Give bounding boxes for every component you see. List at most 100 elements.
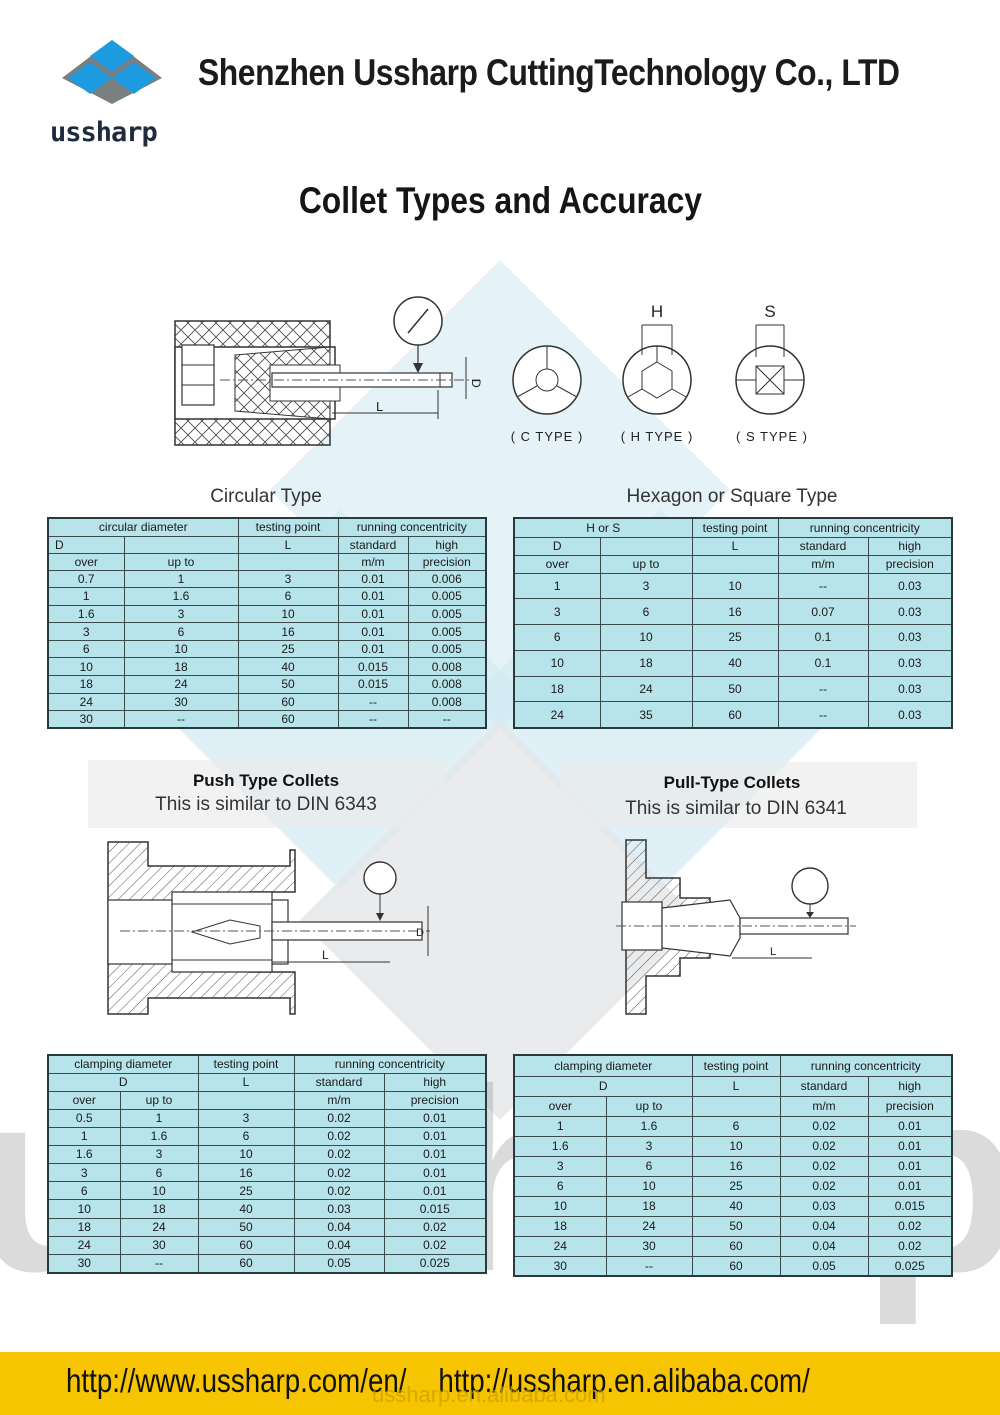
table-cell: 50	[691, 1215, 781, 1237]
table-cell: 6	[599, 598, 693, 626]
s-type-label: ( S TYPE )	[736, 429, 808, 444]
dimension-S-label: S	[764, 302, 775, 321]
header-cell: standard	[779, 1075, 869, 1097]
header-cell: standard	[777, 536, 869, 556]
table-cell: 0.01	[383, 1126, 487, 1146]
table-cell: 16	[197, 1163, 295, 1183]
header-cell: high	[867, 536, 953, 556]
pull-caption-band	[560, 762, 917, 828]
table-cell: --	[337, 692, 409, 712]
circular-type-heading: Circular Type	[210, 486, 322, 507]
table-cell: 10	[47, 657, 125, 677]
header-cell: m/m	[779, 1095, 869, 1117]
table-cell: 1.6	[123, 587, 239, 606]
header-cell: D	[47, 1072, 199, 1092]
header-cell	[123, 535, 239, 554]
table-cell: 35	[599, 701, 693, 729]
table-cell: 0.005	[407, 587, 487, 606]
header-cell: high	[407, 535, 487, 554]
website-link[interactable]: http://www.ussharp.com/en/	[66, 1362, 407, 1399]
table-cell: 0.02	[867, 1215, 953, 1237]
table-cell: 1.6	[47, 1144, 121, 1165]
table-cell: 10	[119, 1181, 199, 1201]
header-cell: m/m	[293, 1090, 385, 1110]
table-cell: 25	[237, 639, 339, 659]
table-cell: 0.015	[383, 1199, 487, 1219]
table-cell: 3	[47, 622, 125, 641]
table-cell: 50	[237, 675, 339, 694]
header-cell: m/m	[337, 552, 409, 571]
table-cell: 18	[605, 1195, 693, 1217]
table-cell: 16	[691, 598, 779, 626]
header-cell: D	[513, 1075, 693, 1097]
circular-type-table: circular diameter testing point running …	[47, 517, 488, 730]
table-cell: 10	[605, 1175, 693, 1197]
table-cell: 10	[513, 1195, 607, 1217]
table-cell: 18	[47, 675, 125, 694]
table-cell: 1.6	[119, 1126, 199, 1146]
table-cell: 0.025	[383, 1253, 487, 1274]
table-cell: --	[777, 675, 869, 703]
table-cell: 25	[691, 1175, 781, 1197]
table-cell: 10	[197, 1144, 295, 1165]
header-cell: over	[47, 1090, 121, 1110]
table-cell: 0.01	[383, 1163, 487, 1183]
table-cell: 40	[237, 657, 339, 677]
table-cell: --	[119, 1253, 199, 1274]
table-cell: 0.025	[867, 1255, 953, 1277]
table-cell: 0.02	[383, 1235, 487, 1256]
table-cell: 0.008	[407, 692, 487, 712]
table-cell: 0.015	[867, 1195, 953, 1217]
header-cell: running concentricity	[293, 1054, 487, 1074]
h-type-label: ( H TYPE )	[621, 429, 694, 444]
table-cell: 0.008	[407, 657, 487, 677]
header-cell	[691, 554, 779, 574]
pull-type-subheading: This is similar to DIN 6341	[625, 798, 847, 819]
header-cell: over	[513, 1095, 607, 1117]
pull-dimension-L-label: L	[770, 946, 776, 958]
table-cell: 3	[513, 1155, 607, 1177]
c-type-label: ( C TYPE )	[511, 429, 584, 444]
table-cell: 3	[119, 1144, 199, 1165]
header-cell: over	[513, 554, 601, 574]
table-cell: 6	[47, 1181, 121, 1201]
table-cell: 1	[47, 587, 125, 606]
alibaba-link[interactable]: http://ussharp.en.alibaba.com/	[438, 1362, 810, 1399]
header-cell: L	[691, 1075, 781, 1097]
header-cell: testing point	[691, 517, 779, 538]
table-header-row: clamping diameter testing point running …	[47, 1054, 487, 1074]
header-cell: L	[691, 536, 779, 556]
table-cell: 0.03	[867, 649, 953, 677]
table-cell: 18	[47, 1217, 121, 1237]
header-cell: circular diameter	[47, 517, 239, 537]
table-cell: 0.02	[293, 1126, 385, 1146]
table-cell: 0.1	[777, 649, 869, 677]
table-cell: --	[777, 572, 869, 600]
push-dimension-D-label: D	[416, 927, 424, 939]
table-header-row: over up to m/m precision	[513, 554, 953, 574]
table-cell: 10	[599, 624, 693, 651]
table-cell: 0.02	[293, 1144, 385, 1165]
dimension-D-label: D	[469, 379, 483, 388]
header-cell: precision	[383, 1090, 487, 1110]
header-cell: clamping diameter	[47, 1054, 199, 1074]
header-cell	[599, 536, 693, 556]
table-cell: 3	[237, 569, 339, 589]
table-cell: 0.05	[779, 1255, 869, 1277]
header-cell: clamping diameter	[513, 1054, 693, 1077]
table-cell: 30	[513, 1255, 607, 1277]
table-cell: --	[337, 710, 409, 729]
table-header-row: D L standard high	[513, 536, 953, 556]
table-cell: 0.03	[867, 624, 953, 651]
table-cell: 24	[513, 1235, 607, 1257]
